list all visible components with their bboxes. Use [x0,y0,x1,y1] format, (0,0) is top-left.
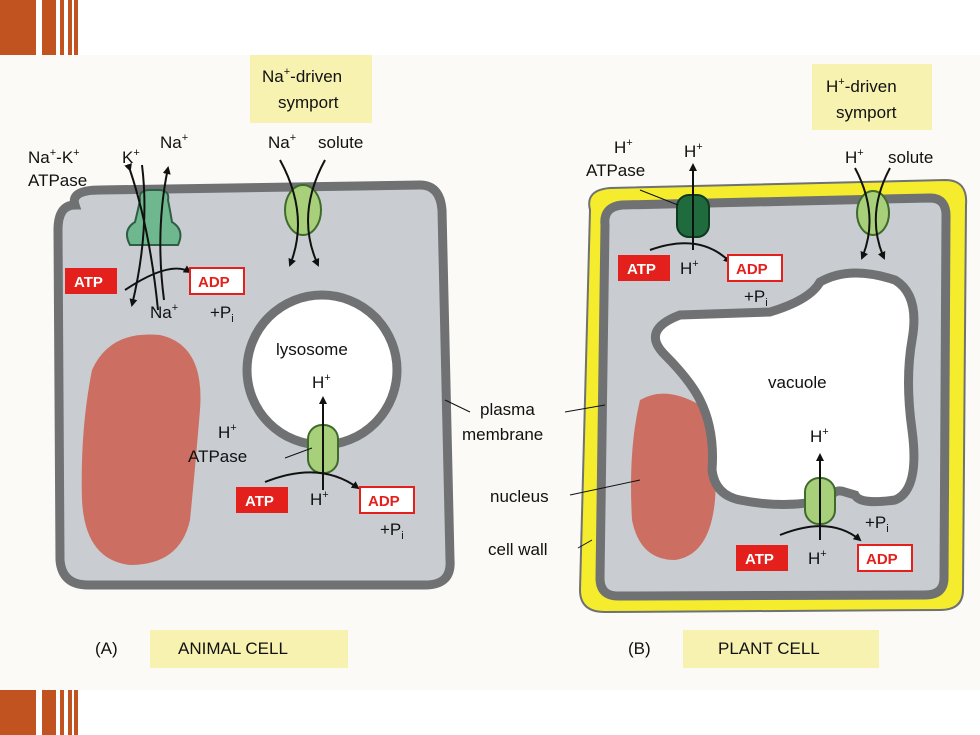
plant-h-symporter [854,167,891,260]
animal-pi-label: +Pi [210,303,234,325]
plant-h-out-label: H+ [684,141,703,161]
plant-symport-label-bg [812,64,932,130]
caption-a-letter: (A) [95,639,118,658]
lys-adp-label: ADP [368,493,400,510]
plant-atp-box [618,255,670,281]
animal-na-symporter [279,159,326,267]
vac-adp-box [857,544,913,572]
vac-atp-box [736,545,788,571]
lysosome-h-label: H+ [312,372,331,392]
na-k-pump-atpase: ATPase [28,171,87,190]
lys-pump-atpase-label: ATPase [188,447,247,466]
plant-atp-label: ATP [627,261,656,278]
animal-symport-label-bg [250,55,372,123]
lys-atp-label: ATP [245,493,274,510]
na-in-label: Na+ [150,302,178,322]
plant-pump-h-label: H+ [614,137,633,157]
plasma-label: plasma [480,400,535,419]
membrane-label: membrane [462,425,543,444]
vacuole-label: vacuole [768,373,827,392]
caption-b-bg [683,630,879,668]
k-ion-label: K+ [122,147,140,167]
plant-h-atpase [639,163,732,264]
plant-sym-solute-label: solute [888,148,933,167]
vacuole [651,268,919,509]
animal-sym-na-label: Na+ [268,132,296,152]
plant-cell [578,178,968,614]
plant-adp-label: ADP [736,261,768,278]
vac-h-in-label: H+ [808,548,827,568]
plant-nucleus [631,393,716,560]
cell-wall-label: cell wall [488,540,548,559]
caption-b-letter: (B) [628,639,651,658]
plant-adp-box [727,254,783,282]
slide-decoration-bottom [0,690,980,735]
plant-pump-atpase-label: ATPase [586,161,645,180]
na-k-pump-name: Na+-K+ [28,147,80,167]
lysosome-label: lysosome [276,340,348,359]
animal-adp-box [189,267,245,295]
animal-symport-line2: symport [278,93,339,112]
vac-atp-label: ATP [745,551,774,568]
lys-pi-label: +Pi [380,520,404,542]
na-k-atpase-pump [124,163,192,311]
animal-nucleus [81,334,201,565]
plant-pi-label: +Pi [744,287,768,309]
caption-b-text: PLANT CELL [718,639,820,658]
caption-a-bg [150,630,348,668]
caption-a-text: ANIMAL CELL [178,639,288,658]
lys-atp-box [236,487,288,513]
animal-symport-line1: Na+-driven [262,66,342,86]
plant-symport-line1: H+-driven [826,76,897,96]
vacuole-pi-label: +Pi [865,513,889,535]
animal-sym-solute-label: solute [318,133,363,152]
animal-adp-label: ADP [198,274,230,291]
vac-adp-label: ADP [866,551,898,568]
lys-pump-h-label: H+ [218,422,237,442]
animal-atp-label: ATP [74,274,103,291]
plant-sym-h-label: H+ [845,147,864,167]
vacuole-h-atpase [779,453,862,542]
na-out-label: Na+ [160,132,188,152]
slide-decoration-top [0,0,980,55]
lysosome-h-atpase [264,396,360,490]
nucleus-label: nucleus [490,487,549,506]
leader-lines [444,399,641,549]
plant-symport-line2: symport [836,103,897,122]
lys-adp-box [359,486,415,514]
vacuole-h-label: H+ [810,426,829,446]
animal-atp-box [65,268,117,294]
lys-h-in-label: H+ [310,489,329,509]
plant-h-in-label: H+ [680,258,699,278]
